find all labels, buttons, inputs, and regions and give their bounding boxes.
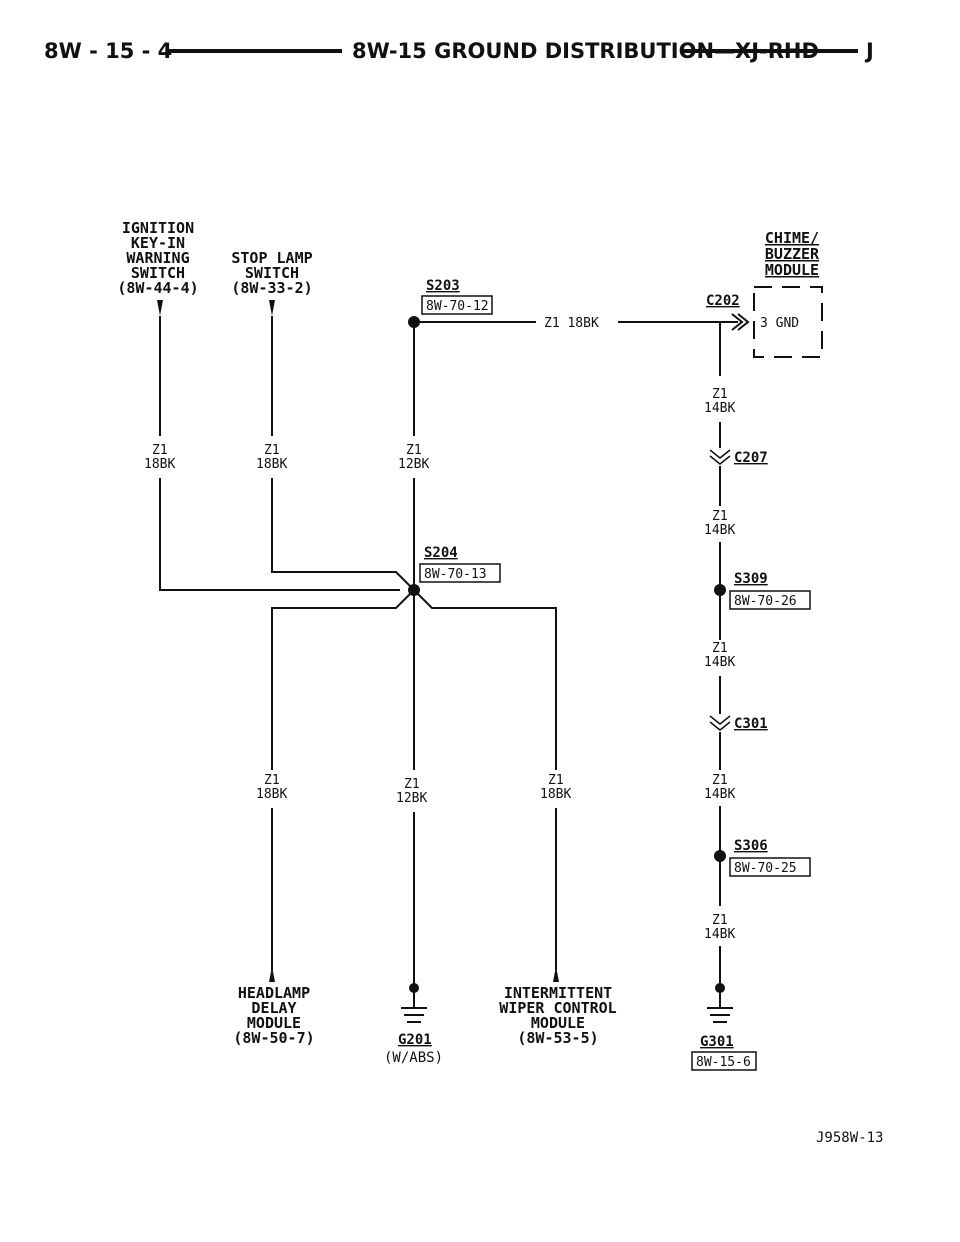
chime-label-3: MODULE [765, 261, 819, 279]
s309-ref: 8W-70-26 [734, 594, 797, 609]
s204-ref-box [419, 563, 501, 583]
ignition-label-5: (8W-44-4) [117, 279, 198, 297]
s306-splice-dot [714, 850, 726, 862]
connector-c202: C202 3 GND [706, 293, 799, 331]
chime-label-2: BUZZER [765, 245, 820, 263]
wiper-label-4: (8W-53-5) [517, 1029, 598, 1047]
wire-r1-label-2: 14BK [704, 401, 735, 416]
wire-stop-label-1: Z1 [264, 443, 280, 458]
splice-s309: S309 8W-70-26 [714, 571, 811, 610]
wire-r1-label-1: Z1 [712, 387, 728, 402]
ignition-label-2: KEY-IN [131, 234, 185, 252]
c301-connector-icon [709, 715, 731, 725]
wire-ignition-lower [159, 478, 400, 591]
wire-headlamp-label-1: Z1 [264, 773, 280, 788]
c207-id: C207 [734, 450, 768, 466]
ignition-label-1: IGNITION [122, 219, 194, 237]
headlamp-delay-module: HEADLAMP DELAY MODULE (8W-50-7) [233, 966, 315, 1047]
stop-lamp-label-1: STOP LAMP [231, 249, 312, 267]
g201-note: (W/ABS) [384, 1050, 443, 1066]
wire-r5-label-1: Z1 [712, 913, 728, 928]
headlamp-terminal-icon [269, 966, 275, 982]
ground-g301: G301 8W-15-6 [691, 983, 757, 1071]
g201-id: G201 [398, 1032, 432, 1048]
c301-id: C301 [734, 716, 768, 732]
wire-g201-label-1: Z1 [404, 777, 420, 792]
s204-ref: 8W-70-13 [424, 567, 487, 582]
connector-c207: C207 [709, 449, 768, 466]
s203-ref: 8W-70-12 [426, 299, 489, 314]
g301-ref: 8W-15-6 [696, 1055, 751, 1070]
c202-connector-icon-2 [737, 313, 750, 331]
wire-r4-label-1: Z1 [712, 773, 728, 788]
wire-wiper-upper [413, 589, 557, 770]
splice-s204: S204 8W-70-13 [408, 545, 501, 596]
wire-s203-label-2: 12BK [398, 457, 429, 472]
stop-lamp-label-2: SWITCH [245, 264, 299, 282]
intermittent-wiper-control-module: INTERMITTENT WIPER CONTROL MODULE (8W-53… [499, 966, 617, 1047]
wire-r3-label-1: Z1 [712, 641, 728, 656]
headlamp-label-3: MODULE [247, 1014, 301, 1032]
s306-ref-box [729, 857, 811, 877]
stop-lamp-switch: STOP LAMP SWITCH (8W-33-2) [231, 249, 313, 316]
c202-id: C202 [706, 293, 740, 309]
connector-c301: C301 [709, 715, 768, 732]
wire-ign-label-1: Z1 [152, 443, 168, 458]
headlamp-label-1: HEADLAMP [238, 984, 310, 1002]
s203-ref-box [421, 295, 493, 315]
c202-pin: 3 GND [760, 316, 799, 331]
stop-lamp-label-3: (8W-33-2) [231, 279, 312, 297]
splice-s203: S203 8W-70-12 [408, 278, 493, 328]
page-header: 8W - 15 - 4 8W-15 GROUND DISTRIBUTION—XJ… [44, 39, 874, 63]
wire-stop-label-2: 18BK [256, 457, 287, 472]
c207-connector-icon-2 [709, 455, 731, 465]
header-model-letter: J [864, 39, 874, 63]
wire-r2-label-1: Z1 [712, 509, 728, 524]
wire-wiper-label-1: Z1 [548, 773, 564, 788]
wire-stop-lamp-lower [271, 478, 415, 591]
page-number: 8W - 15 - 4 [44, 39, 172, 63]
ground-g201: G201 (W/ABS) [384, 983, 443, 1066]
s306-id: S306 [734, 838, 768, 854]
wire-g201-label-2: 12BK [396, 791, 427, 806]
chime-buzzer-module: CHIME/ BUZZER MODULE [753, 229, 823, 358]
wiper-label-3: MODULE [531, 1014, 585, 1032]
wire-r2-label-2: 14BK [704, 523, 735, 538]
wire-r4-label-2: 14BK [704, 787, 735, 802]
wire-r5-label-2: 14BK [704, 927, 735, 942]
g301-id: G301 [700, 1034, 734, 1050]
chime-label-1: CHIME/ [765, 229, 819, 247]
s309-splice-dot [714, 584, 726, 596]
wire-s203-label-1: Z1 [406, 443, 422, 458]
headlamp-label-2: DELAY [251, 999, 296, 1017]
chime-module-outline [753, 286, 823, 358]
ignition-label-4: SWITCH [131, 264, 185, 282]
headlamp-label-4: (8W-50-7) [233, 1029, 314, 1047]
c301-connector-icon-2 [709, 721, 731, 731]
splice-s306: S306 8W-70-25 [714, 838, 811, 877]
g301-ref-box [691, 1051, 757, 1071]
c207-connector-icon [709, 449, 731, 459]
s309-id: S309 [734, 571, 768, 587]
s306-ref: 8W-70-25 [734, 861, 797, 876]
figure-id: J958W-13 [816, 1130, 883, 1146]
wire-headlamp-upper [271, 589, 415, 770]
wire-ign-label-2: 18BK [144, 457, 175, 472]
ignition-key-in-warning-switch: IGNITION KEY-IN WARNING SWITCH (8W-44-4) [117, 219, 199, 316]
ignition-label-3: WARNING [126, 249, 189, 267]
wire-wiper-label-2: 18BK [540, 787, 571, 802]
stop-lamp-terminal-icon [269, 300, 275, 316]
wiper-label-2: WIPER CONTROL [499, 999, 616, 1017]
wiper-label-1: INTERMITTENT [504, 984, 612, 1002]
wire-r3-label-2: 14BK [704, 655, 735, 670]
s204-id: S204 [424, 545, 458, 561]
ignition-terminal-icon [157, 300, 163, 316]
c202-connector-icon [731, 313, 744, 331]
wire-headlamp-label-2: 18BK [256, 787, 287, 802]
wire-top-run-label: Z1 18BK [544, 316, 599, 331]
s203-id: S203 [426, 278, 460, 294]
s309-ref-box [729, 590, 811, 610]
wiper-terminal-icon [553, 966, 559, 982]
